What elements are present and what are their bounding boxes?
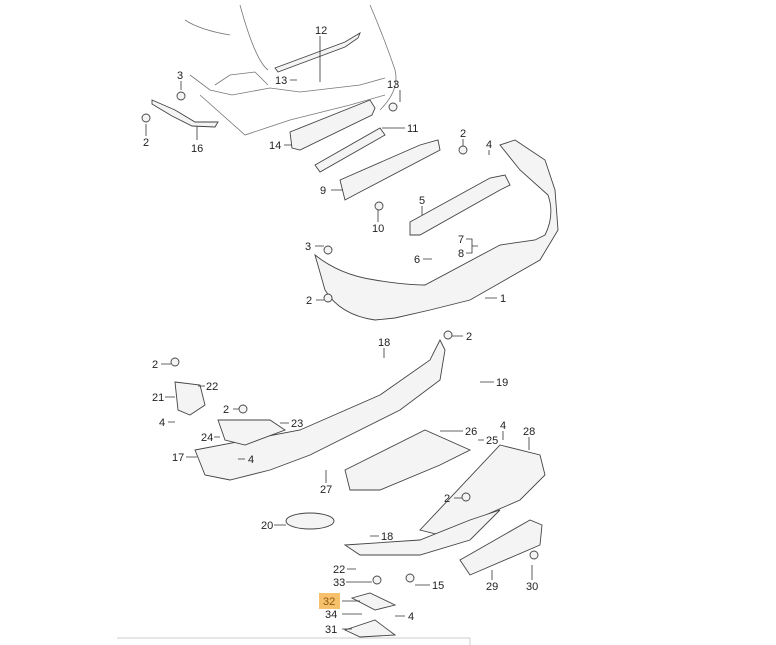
callout-3[interactable]: 3 [305,241,311,253]
callout-10[interactable]: 10 [372,223,384,235]
callout-26[interactable]: 26 [465,426,477,438]
callout-4[interactable]: 4 [248,454,254,466]
part-17-lower-bumper [194,338,446,481]
callout-1[interactable]: 1 [500,293,506,305]
callout-2[interactable]: 2 [306,295,312,307]
callout-12[interactable]: 12 [315,25,327,37]
callout-18[interactable]: 18 [378,337,390,349]
callout-34[interactable]: 34 [325,609,337,621]
callout-3[interactable]: 3 [177,70,183,82]
part-23-bracket [217,419,286,446]
callout-4[interactable]: 4 [500,420,506,432]
part-1-bumper-cover [314,139,559,321]
callout-21[interactable]: 21 [152,392,164,404]
callout-33[interactable]: 33 [333,577,345,589]
callout-4[interactable]: 4 [408,611,414,623]
callout-4[interactable]: 4 [159,417,165,429]
callout-30[interactable]: 30 [526,581,538,593]
callout-2[interactable]: 2 [223,404,229,416]
callout-8[interactable]: 8 [458,248,464,260]
callout-13[interactable]: 13 [387,79,399,91]
vehicle-body-outline [184,4,397,136]
callout-32[interactable]: 32 [323,596,335,608]
callout-2[interactable]: 2 [444,493,450,505]
callout-15[interactable]: 15 [432,580,444,592]
callout-19[interactable]: 19 [496,377,508,389]
callout-28[interactable]: 28 [523,426,535,438]
callout-20[interactable]: 20 [261,520,273,532]
callout-31[interactable]: 31 [325,624,337,636]
callout-29[interactable]: 29 [486,581,498,593]
callout-2[interactable]: 2 [152,359,158,371]
callout-7[interactable]: 7 [458,234,464,246]
callout-22[interactable]: 22 [333,564,345,576]
leader-lines [145,36,533,630]
part-21-bracket [174,381,206,416]
part-31-plate [343,619,397,638]
callout-32-highlight [319,593,340,609]
callout-16[interactable]: 16 [191,143,203,155]
callout-9[interactable]: 9 [320,185,326,197]
callout-labels[interactable]: 12 13 3 13 2 16 11 14 2 4 9 10 5 3 7 8 6… [143,25,538,636]
part-12-strip [274,31,361,73]
part-14-absorber [289,99,376,151]
part-20-trim-ring [285,512,335,530]
callout-6[interactable]: 6 [414,254,420,266]
callout-13[interactable]: 13 [275,75,287,87]
part-32-plate [350,592,397,611]
callout-24[interactable]: 24 [201,432,213,444]
callout-2[interactable]: 2 [143,137,149,149]
callout-14[interactable]: 14 [269,140,281,152]
part-11-bracket [314,127,386,173]
part-28-diffuser [419,444,546,536]
panel-divider [117,637,471,645]
callout-4[interactable]: 4 [486,139,492,151]
callout-25[interactable]: 25 [486,435,498,447]
part-16-bracket [151,99,219,128]
callout-11[interactable]: 11 [407,123,418,135]
parts [141,31,559,638]
callout-2[interactable]: 2 [460,128,466,140]
callout-22[interactable]: 22 [206,381,218,393]
part-26-trim [344,429,472,491]
callout-5[interactable]: 5 [419,195,425,207]
callout-23[interactable]: 23 [291,418,303,430]
callout-17[interactable]: 17 [172,452,184,464]
part-9-carrier [339,139,441,201]
part-5-trim [409,174,511,236]
callout-27[interactable]: 27 [320,484,332,496]
part-18-panel [343,509,501,556]
callout-18[interactable]: 18 [381,531,393,543]
part-29-bracket [459,519,543,576]
callout-2[interactable]: 2 [466,331,472,343]
